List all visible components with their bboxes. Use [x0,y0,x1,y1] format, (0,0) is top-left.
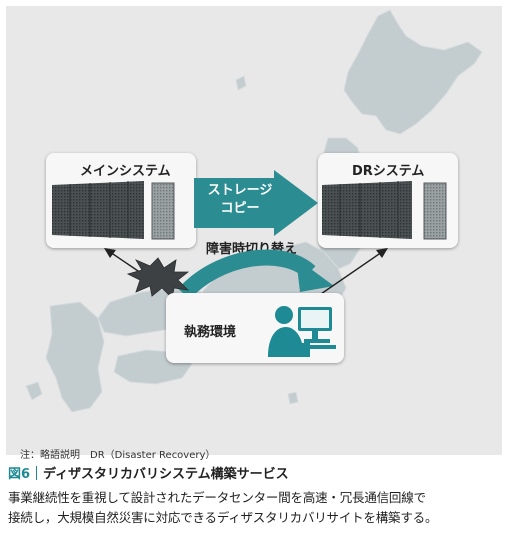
caption-line-1: 事業継続性を重視して設計されたデータセンター間を高速・冗長通信回線で [8,490,426,505]
failover-arrow [178,249,334,300]
map-island-1 [25,381,43,401]
figure-number: 図6 [8,467,31,482]
dr-system-title: DRシステム [352,164,425,179]
failure-burst-icon [126,257,190,298]
map-island-3 [287,391,299,405]
storage-copy-line1: ストレージ [207,183,273,198]
caption-header: 図6 ディザスタリカバリシステム構築サービス [8,463,500,482]
dr-system-card: DRシステム [318,153,458,248]
map-hokkaido [343,9,483,135]
storage-copy-label: ストレージ コピー [198,182,282,218]
storage-copy-arrow [194,170,318,236]
storage-copy-line2: コピー [220,201,260,216]
server-rack-icon [322,181,447,240]
main-system-title: メインシステム [80,164,171,179]
figure-caption: 図6 ディザスタリカバリシステム構築サービス 事業継続性を重視して設計されたデー… [8,463,500,528]
map-kyushu [45,301,105,413]
server-rack-icon [52,181,175,240]
main-system-card: メインシステム [46,153,196,248]
caption-line-2: 接続し，大規模自然災害に対応できるディザスタリカバリサイトを構築する。 [8,510,438,525]
office-card: 執務環境 [166,293,344,363]
office-title: 執務環境 [184,325,237,340]
caption-divider [36,465,38,480]
map-island-2 [235,75,247,91]
caption-body: 事業継続性を重視して設計されたデータセンター間を高速・冗長通信回線で 接続し，大… [8,488,500,528]
caption-title: ディザスタリカバリシステム構築サービス [43,467,289,482]
connection-lines [104,248,388,299]
office-worker-icon [268,306,336,357]
diagram-panel: メインシステム DRシステム [6,6,502,461]
abbreviation-note: 注：略語説明 DR（Disaster Recovery） [20,450,216,461]
